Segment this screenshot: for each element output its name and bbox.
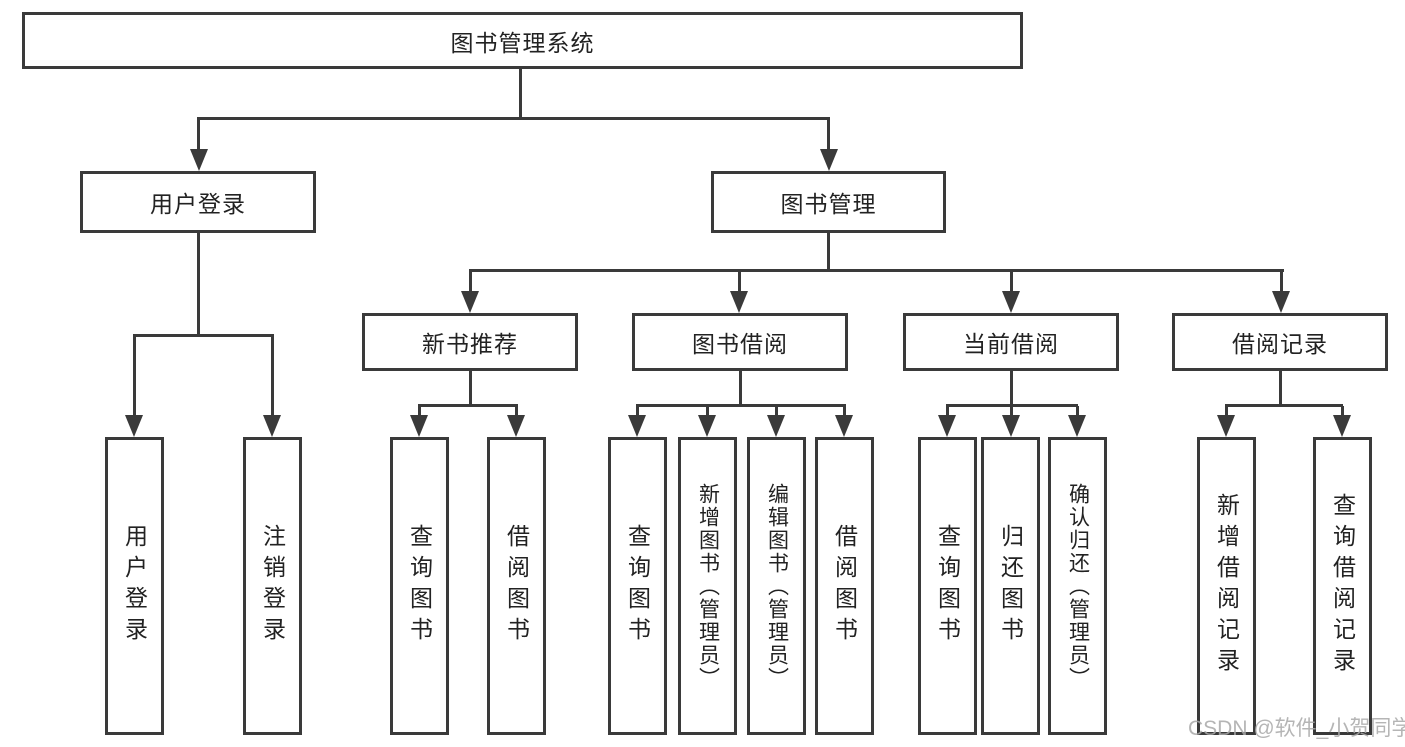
leaf-add-book-admin: 新增图书（管理员） bbox=[678, 437, 737, 735]
node-book-management: 图书管理 bbox=[711, 171, 946, 233]
arrowhead-down-icon bbox=[461, 291, 479, 313]
node-root: 图书管理系统 bbox=[22, 12, 1023, 69]
connector-line bbox=[418, 404, 518, 407]
connector-line bbox=[636, 406, 639, 417]
arrowhead-down-icon bbox=[698, 415, 716, 437]
connector-line bbox=[1010, 271, 1013, 293]
leaf-logout: 注销登录 bbox=[243, 437, 302, 735]
arrowhead-down-icon bbox=[820, 149, 838, 171]
leaf-query-borrow-record: 查询借阅记录 bbox=[1313, 437, 1372, 735]
leaf-query-books-borrow: 查询图书 bbox=[608, 437, 667, 735]
connector-line bbox=[197, 117, 830, 120]
arrowhead-down-icon bbox=[1333, 415, 1351, 437]
connector-line bbox=[946, 404, 1078, 407]
arrowhead-down-icon bbox=[767, 415, 785, 437]
arrowhead-down-icon bbox=[1068, 415, 1086, 437]
connector-line bbox=[469, 271, 472, 293]
leaf-return-book: 归还图书 bbox=[981, 437, 1040, 735]
node-new-book-recommend: 新书推荐 bbox=[362, 313, 578, 371]
connector-line bbox=[1010, 370, 1013, 406]
leaf-query-books-current: 查询图书 bbox=[918, 437, 977, 735]
arrowhead-down-icon bbox=[190, 149, 208, 171]
arrowhead-down-icon bbox=[835, 415, 853, 437]
connector-line bbox=[1280, 271, 1283, 293]
leaf-edit-book-admin: 编辑图书（管理员） bbox=[747, 437, 806, 735]
connector-line bbox=[197, 119, 200, 152]
connector-line bbox=[775, 406, 778, 417]
connector-line bbox=[739, 370, 742, 406]
connector-line bbox=[1076, 406, 1079, 417]
connector-line bbox=[519, 68, 522, 119]
connector-line bbox=[1225, 406, 1228, 417]
connector-line bbox=[946, 406, 949, 417]
arrowhead-down-icon bbox=[263, 415, 281, 437]
connector-line bbox=[197, 232, 200, 336]
node-borrow-records: 借阅记录 bbox=[1172, 313, 1388, 371]
connector-line bbox=[636, 404, 846, 407]
connector-line bbox=[1010, 406, 1013, 417]
arrowhead-down-icon bbox=[1217, 415, 1235, 437]
leaf-user-login: 用户登录 bbox=[105, 437, 164, 735]
arrowhead-down-icon bbox=[1272, 291, 1290, 313]
connector-line bbox=[133, 336, 136, 417]
arrowhead-down-icon bbox=[507, 415, 525, 437]
node-user-login: 用户登录 bbox=[80, 171, 316, 233]
connector-line bbox=[1279, 370, 1282, 406]
connector-line bbox=[827, 119, 830, 152]
connector-line bbox=[418, 406, 421, 417]
connector-line bbox=[133, 334, 274, 337]
connector-line bbox=[827, 232, 830, 271]
connector-line bbox=[706, 406, 709, 417]
connector-line bbox=[738, 271, 741, 293]
leaf-query-books-recommend: 查询图书 bbox=[390, 437, 449, 735]
arrowhead-down-icon bbox=[125, 415, 143, 437]
arrowhead-down-icon bbox=[938, 415, 956, 437]
connector-line bbox=[469, 370, 472, 406]
connector-line bbox=[271, 336, 274, 417]
arrowhead-down-icon bbox=[410, 415, 428, 437]
connector-line bbox=[843, 406, 846, 417]
node-book-borrow: 图书借阅 bbox=[632, 313, 848, 371]
connector-line bbox=[1341, 406, 1344, 417]
arrowhead-down-icon bbox=[628, 415, 646, 437]
connector-line bbox=[515, 406, 518, 417]
leaf-add-borrow-record: 新增借阅记录 bbox=[1197, 437, 1256, 735]
watermark: CSDN @软件_小贺同学 bbox=[1188, 717, 1405, 740]
leaf-borrow-books: 借阅图书 bbox=[815, 437, 874, 735]
leaf-borrow-books-recommend: 借阅图书 bbox=[487, 437, 546, 735]
arrowhead-down-icon bbox=[1002, 291, 1020, 313]
connector-line bbox=[469, 269, 1284, 272]
arrowhead-down-icon bbox=[730, 291, 748, 313]
arrowhead-down-icon bbox=[1002, 415, 1020, 437]
connector-line bbox=[1225, 404, 1343, 407]
leaf-confirm-return-admin: 确认归还（管理员） bbox=[1048, 437, 1107, 735]
node-current-borrow: 当前借阅 bbox=[903, 313, 1119, 371]
